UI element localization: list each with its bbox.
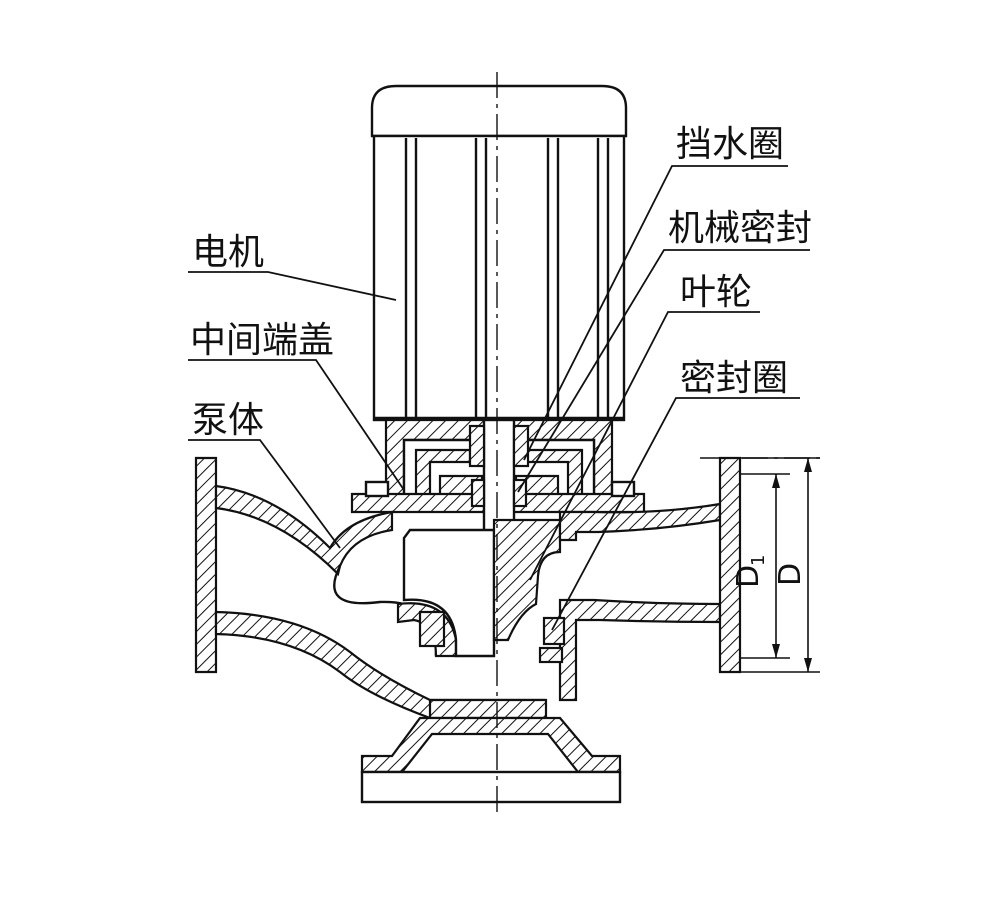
label-pump-body: 泵体 [192, 400, 264, 441]
leader-lines [188, 165, 810, 631]
label-impeller: 叶轮 [680, 272, 752, 313]
label-seal-ring: 密封圈 [680, 358, 788, 399]
pump-body [194, 456, 742, 804]
label-middle-cover: 中间端盖 [190, 320, 334, 361]
dimension-d1-subscript: 1 [748, 555, 769, 566]
label-motor: 电机 [192, 232, 264, 273]
middle-cover [350, 418, 646, 514]
label-mechanical-seal: 机械密封 [668, 208, 812, 249]
dimension-lines [740, 457, 820, 673]
dimension-d-label: D [773, 563, 808, 586]
motor [370, 84, 628, 422]
label-water-ring: 挡水圈 [676, 124, 784, 165]
dimension-d1-label: D [731, 565, 766, 588]
